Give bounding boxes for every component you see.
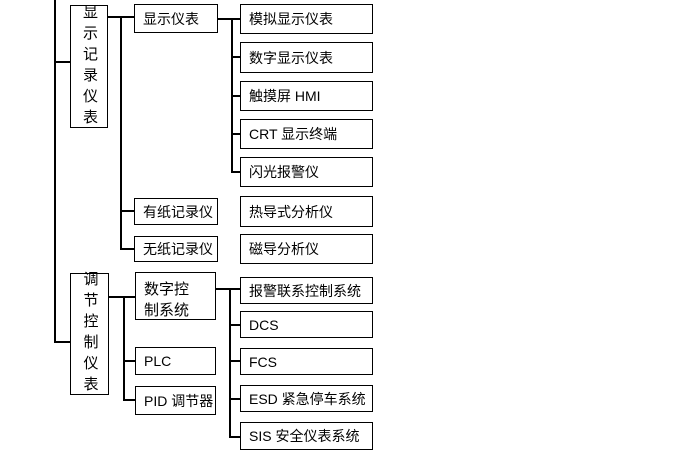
node-sis-system: SIS 安全仪表系统 [240, 422, 373, 450]
node-flash-alarm: 闪光报警仪 [240, 157, 373, 187]
node-paperless-recorder: 无纸记录仪 [134, 236, 218, 262]
connector-line [231, 133, 240, 135]
connector-line [123, 399, 135, 401]
node-thermal-conductivity-analyzer: 热导式分析仪 [240, 196, 373, 227]
connector-line [229, 398, 240, 400]
node-fcs: FCS [240, 348, 373, 375]
connector-line [229, 360, 240, 362]
node-touchscreen-hmi: 触摸屏 HMI [240, 81, 373, 111]
node-control-group: 调节控制仪表 [70, 271, 109, 397]
connector-line [123, 360, 135, 362]
connector-line [120, 210, 134, 212]
connector-line [229, 436, 240, 438]
connector-line [109, 296, 135, 298]
connector-line [54, 61, 70, 63]
connector-line [218, 18, 240, 20]
connector-line [229, 324, 240, 326]
node-plc: PLC [135, 347, 216, 375]
connector-line [231, 171, 240, 173]
connector-line [120, 248, 134, 250]
node-pid-controller: PID 调节器 [135, 386, 216, 415]
connector-line [216, 288, 240, 290]
node-magnetic-analyzer: 磁导分析仪 [240, 234, 373, 264]
connector-line [54, 341, 70, 343]
connector-line [229, 288, 231, 438]
node-crt-terminal: CRT 显示终端 [240, 119, 373, 149]
node-display-instruments: 显示仪表 [134, 4, 218, 33]
node-display-recording-group: 显示记录仪表 [70, 3, 108, 130]
connector-line [231, 56, 240, 58]
node-dcs: DCS [240, 311, 373, 338]
node-alarm-interlock-system: 报警联系控制系统 [240, 277, 373, 304]
node-label: 显示记录仪表 [81, 3, 98, 130]
node-esd-system: ESD 紧急停车系统 [240, 385, 373, 412]
connector-line [231, 95, 240, 97]
node-analog-display: 模拟显示仪表 [240, 4, 373, 34]
node-digital-display: 数字显示仪表 [240, 42, 373, 73]
node-label: 调节控制仪表 [81, 271, 99, 397]
trunk-line [54, 0, 56, 343]
node-paper-recorder: 有纸记录仪 [134, 198, 218, 225]
connector-line [123, 296, 125, 401]
node-digital-control-system: 数字控制系统 [135, 272, 216, 320]
connector-line [120, 16, 122, 250]
